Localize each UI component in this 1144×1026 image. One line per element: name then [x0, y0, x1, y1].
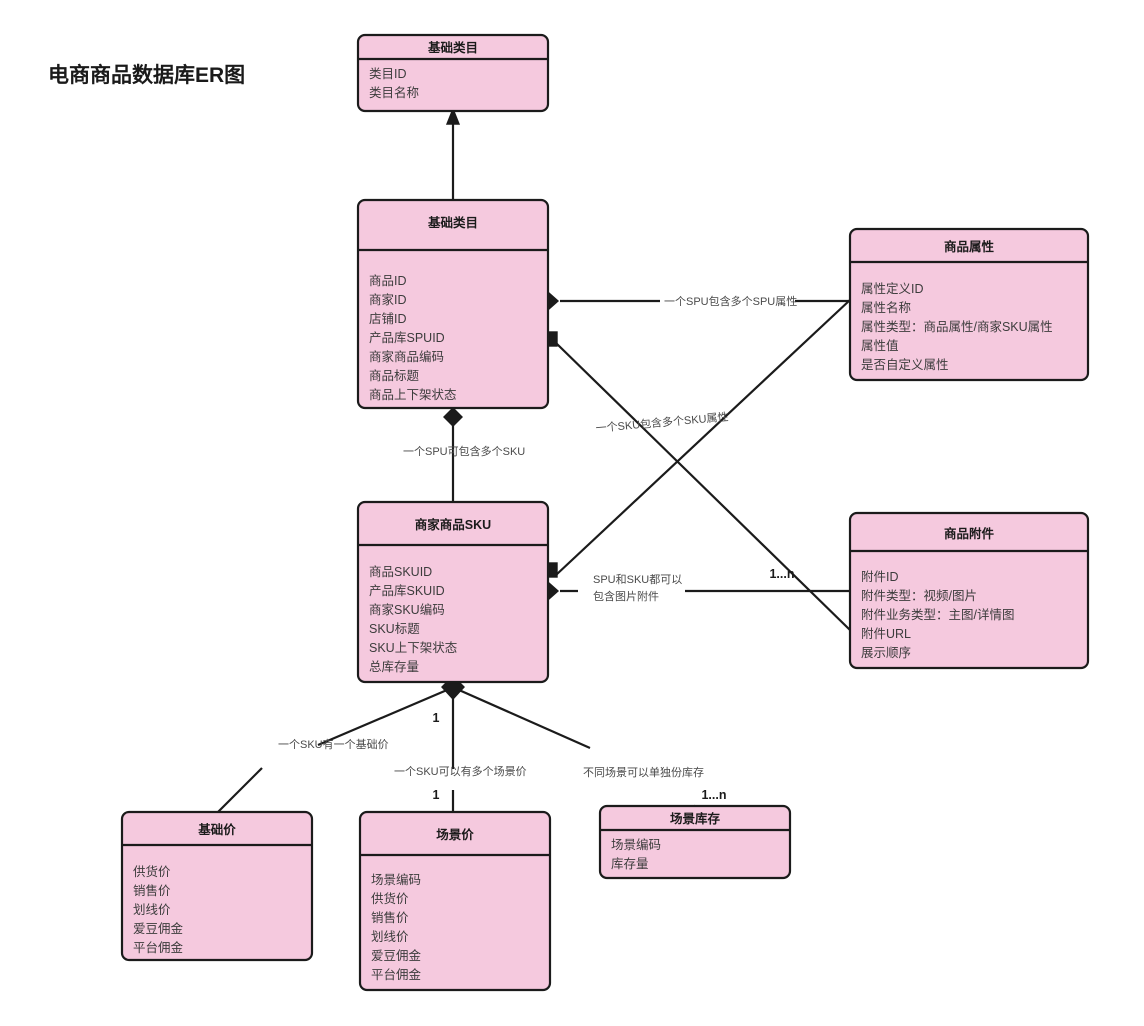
entity-field: 平台佣金: [371, 967, 422, 982]
entity-body: [356, 500, 550, 684]
entity-field: 是否自定义属性: [861, 357, 949, 372]
diamond-marker-icon: [443, 407, 463, 427]
page-title: 电商商品数据库ER图: [48, 63, 245, 87]
entity-field: 划线价: [371, 930, 409, 944]
entity-field: 属性名称: [861, 300, 911, 315]
entity-title: 场景价: [436, 828, 474, 842]
cardinality-sku-attachment: 1...n: [769, 567, 794, 581]
entity-body: [358, 810, 552, 992]
entity-body: [848, 227, 1090, 382]
edge-label-sku-scenestock: 不同场景可以单独份库存: [583, 765, 704, 779]
entity-title: 基础类目: [427, 40, 478, 55]
edge-label-spu-attribute: 一个SPU包含多个SPU属性: [664, 294, 797, 308]
entity-field: 商品上下架状态: [369, 387, 457, 402]
cardinality-sceneprice-bottom: 1: [433, 788, 440, 802]
entity-field: 附件ID: [861, 570, 899, 584]
entity-field: 类目名称: [369, 85, 419, 100]
cardinality-sceneprice-top: 1: [433, 711, 440, 725]
entity-body: [356, 198, 550, 410]
arrow-head-icon: [445, 107, 461, 125]
entity-category[interactable]: 基础类目 类目ID 类目名称: [356, 33, 550, 113]
entity-field: 属性类型：商品属性/商家SKU属性: [861, 319, 1053, 334]
entity-attribute[interactable]: 商品属性 属性定义ID 属性名称 属性类型：商品属性/商家SKU属性 属性值 是…: [848, 227, 1090, 382]
edge-label-sku-baseprice: 一个SKU有一个基础价: [278, 737, 389, 751]
entity-scene-price[interactable]: 场景价 场景编码 供货价 销售价 划线价 爱豆佣金 平台佣金: [358, 810, 552, 992]
entity-field: 库存量: [611, 856, 649, 871]
edge-spu-sku[interactable]: [443, 407, 463, 502]
entity-field: 场景编码: [611, 837, 661, 852]
entity-spu[interactable]: 基础类目 商品ID 商家ID 店铺ID 产品库SPUID 商家商品编码 商品标题…: [356, 198, 550, 410]
entity-field: 供货价: [371, 891, 409, 906]
entity-field: 附件URL: [861, 627, 911, 641]
edge-sku-baseprice[interactable]: [217, 688, 448, 813]
entity-field: 属性定义ID: [861, 281, 924, 296]
entity-field: 商家SKU编码: [369, 602, 445, 617]
entity-attachment[interactable]: 商品附件 附件ID 附件类型：视频/图片 附件业务类型：主图/详情图 附件URL…: [848, 511, 1090, 670]
edge-spu-category[interactable]: [445, 107, 461, 200]
entity-field: 商品ID: [369, 273, 407, 288]
entity-title: 基础价: [197, 822, 236, 837]
entity-field: 总库存量: [369, 659, 419, 674]
entity-sku[interactable]: 商家商品SKU 商品SKUID 产品库SKUID 商家SKU编码 SKU标题 S…: [356, 500, 550, 684]
entity-title: 基础类目: [427, 215, 478, 230]
entity-title: 商品附件: [944, 526, 995, 541]
entity-field: 产品库SKUID: [369, 583, 445, 598]
cardinality-sku-scenestock: 1...n: [701, 788, 726, 802]
entity-field: SKU标题: [369, 622, 420, 636]
entity-field: 划线价: [133, 903, 171, 917]
entity-field: 爱豆佣金: [371, 948, 422, 963]
entity-field: 类目ID: [369, 67, 407, 81]
entity-field: 商家商品编码: [369, 349, 444, 364]
entity-field: 商品SKUID: [369, 564, 432, 579]
edge-sku-scenestock[interactable]: [458, 688, 696, 812]
entity-field: 产品库SPUID: [369, 330, 445, 345]
entity-title: 商家商品SKU: [415, 517, 491, 532]
entity-field: 供货价: [133, 864, 171, 879]
entity-field: 场景编码: [371, 872, 421, 887]
edge-spu-attachment[interactable]: [542, 331, 851, 631]
edge-label-layer: 一个SPU包含多个SPU属性 一个SKU包含多个SKU属性 一个SPU可包含多个…: [278, 294, 797, 802]
entity-field: 展示顺序: [861, 645, 911, 660]
entity-field: 店铺ID: [369, 312, 407, 326]
entity-field: 平台佣金: [133, 940, 184, 955]
edge-label-sku-attachment-line2: 包含图片附件: [593, 589, 659, 603]
entity-field: 属性值: [861, 338, 899, 353]
entity-field: 销售价: [371, 910, 409, 925]
entity-body: [120, 810, 314, 962]
entity-body: [356, 33, 550, 113]
entity-field: SKU上下架状态: [369, 641, 457, 655]
entity-field: 附件业务类型：主图/详情图: [861, 607, 1014, 622]
entity-field: 爱豆佣金: [133, 921, 184, 936]
entity-field: 附件类型：视频/图片: [861, 588, 977, 603]
entity-title: 商品属性: [944, 239, 995, 254]
edge-label-sku-sceneprice: 一个SKU可以有多个场景价: [394, 764, 527, 778]
edge-label-sku-attachment-line1: SPU和SKU都可以: [593, 573, 682, 586]
edge-sku-attribute[interactable]: [542, 299, 851, 578]
entity-scene-stock[interactable]: 场景库存 场景编码 库存量: [598, 804, 792, 880]
entity-base-price[interactable]: 基础价 供货价 销售价 划线价 爱豆佣金 平台佣金: [120, 810, 314, 962]
entity-field: 商家ID: [369, 292, 407, 307]
entity-field: 销售价: [133, 883, 171, 898]
entity-field: 商品标题: [369, 368, 420, 383]
edge-label-spu-sku: 一个SPU可包含多个SKU: [403, 444, 525, 458]
entity-title: 场景库存: [670, 811, 721, 826]
entity-body: [598, 804, 792, 880]
